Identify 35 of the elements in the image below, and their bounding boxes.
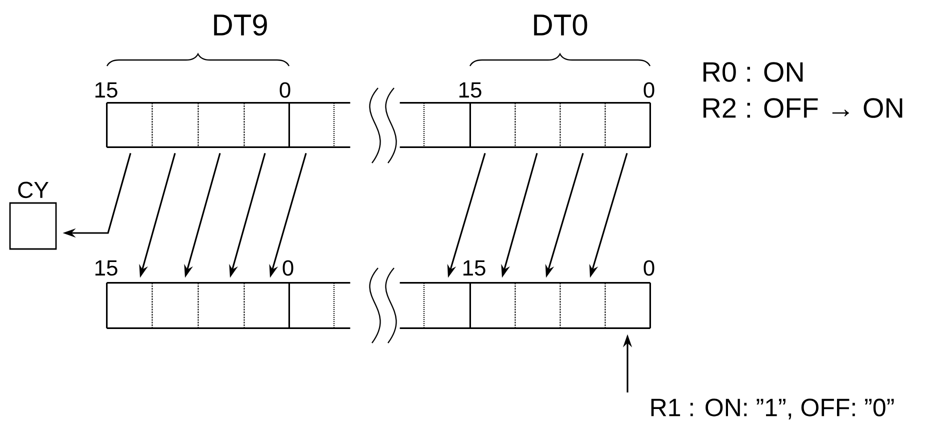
bit-number: 0 — [644, 82, 654, 98]
register-cell — [560, 282, 606, 329]
bit-number: 0 — [282, 260, 294, 276]
bit-number: 15 — [95, 260, 118, 276]
register-cell — [514, 282, 561, 329]
register-cell — [198, 282, 245, 329]
register-cell — [288, 282, 350, 329]
bit-number: 15 — [459, 82, 482, 98]
status-text: R0 : ON — [704, 62, 803, 82]
register-cell — [514, 102, 561, 148]
bit-number: 15 — [95, 82, 118, 98]
register-cell — [604, 282, 651, 329]
register-cell — [198, 102, 245, 148]
register-cell — [560, 102, 606, 148]
register-cell — [106, 102, 153, 148]
register-cell — [604, 102, 651, 148]
register-cell — [400, 282, 471, 329]
bit-number: 0 — [644, 260, 654, 276]
register-cell — [400, 102, 471, 148]
register-name: DT9 — [214, 14, 267, 36]
register-cell — [244, 282, 290, 329]
status-text: R2 : OFF → ON — [704, 98, 902, 118]
register-name: DT0 — [534, 14, 588, 36]
bit-number: 15 — [463, 260, 486, 276]
register-cell — [106, 282, 153, 329]
bit-number: 0 — [280, 82, 290, 98]
register-cell — [470, 282, 516, 329]
register-cell — [288, 102, 350, 148]
register-cell — [152, 282, 199, 329]
flag-box: CY — [9, 182, 57, 250]
register-cell — [152, 102, 199, 148]
register-cell — [244, 102, 290, 148]
register-cell — [470, 102, 516, 148]
note-text: R1 : ON: ”1”, OFF: ”0” — [651, 398, 894, 420]
node-label: CY — [18, 182, 48, 198]
